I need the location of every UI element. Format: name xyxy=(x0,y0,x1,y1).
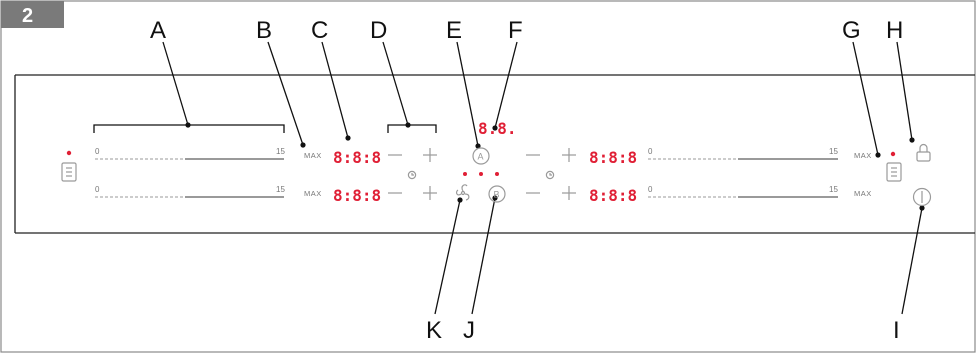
display-right-1: 8:8:8 xyxy=(589,148,637,167)
slider-row-2[interactable]: 0 15 xyxy=(95,185,285,198)
callout-f: F xyxy=(508,17,523,44)
program-b-label: B xyxy=(494,190,500,200)
left-status-led xyxy=(66,150,72,156)
indicator-led-2 xyxy=(479,172,483,176)
leader-a xyxy=(162,41,189,126)
slider-row-3[interactable]: 0 15 xyxy=(648,147,838,160)
timer-icon[interactable] xyxy=(545,170,555,180)
slider-3-max: 15 xyxy=(829,147,838,156)
leader-dot-e xyxy=(475,143,481,149)
max-label-left-2[interactable]: MAX xyxy=(304,189,322,198)
plus-icon[interactable] xyxy=(562,148,576,162)
leader-k xyxy=(434,199,461,315)
menu-icon[interactable] xyxy=(886,162,902,182)
leader-i xyxy=(901,207,923,315)
leader-dot-i xyxy=(919,205,925,211)
bracket-a xyxy=(93,124,285,133)
slider-2-min: 0 xyxy=(95,185,100,194)
leader-dot-h xyxy=(909,137,915,143)
leader-dot-f xyxy=(492,125,498,131)
program-a-button[interactable]: A xyxy=(472,147,490,165)
program-b-button[interactable]: B xyxy=(488,185,506,203)
fan-icon[interactable] xyxy=(455,184,470,201)
leader-dot-b xyxy=(300,142,306,148)
leader-lines xyxy=(162,41,923,315)
display-left-1: 8:8:8 xyxy=(333,148,381,167)
lock-icon[interactable] xyxy=(916,143,931,162)
indicator-led-1 xyxy=(463,172,467,176)
callout-g: G xyxy=(842,17,861,44)
callout-c: C xyxy=(311,17,328,44)
display-left-2: 8:8:8 xyxy=(333,186,381,205)
leader-dot-j xyxy=(492,195,498,201)
indicator-leds xyxy=(463,172,499,176)
callout-d: D xyxy=(370,17,387,44)
callout-i: I xyxy=(893,317,900,344)
plus-icon[interactable] xyxy=(423,148,437,162)
callout-h: H xyxy=(886,17,903,44)
display-right-2: 8:8:8 xyxy=(589,186,637,205)
max-label-right-2[interactable]: MAX xyxy=(854,189,872,198)
power-icon[interactable] xyxy=(912,187,932,207)
leader-dot-g xyxy=(875,152,881,158)
leader-j xyxy=(471,197,496,315)
slider-row-1[interactable]: 0 15 xyxy=(95,147,285,160)
leader-dot-c xyxy=(345,135,351,141)
figure-number: 2 xyxy=(22,5,33,27)
callout-b: B xyxy=(256,17,272,44)
leader-h xyxy=(896,41,913,141)
leader-e xyxy=(456,41,479,147)
callout-k: K xyxy=(426,317,442,344)
slider-1-min: 0 xyxy=(95,147,100,156)
slider-4-max: 15 xyxy=(829,185,838,194)
callout-a: A xyxy=(150,17,166,44)
slider-1-max: 15 xyxy=(276,147,285,156)
bracket-d xyxy=(387,124,437,133)
leader-b xyxy=(267,41,304,146)
timer-icon[interactable] xyxy=(407,170,417,180)
program-a-label: A xyxy=(478,152,484,162)
plus-icon[interactable] xyxy=(423,186,437,200)
callout-j: J xyxy=(463,317,475,344)
small-display: 8.8. xyxy=(478,119,517,138)
leader-c xyxy=(321,41,349,139)
max-label-left-1[interactable]: MAX xyxy=(304,151,322,160)
slider-3-min: 0 xyxy=(648,147,653,156)
leader-d xyxy=(382,41,409,126)
right-status-led xyxy=(890,151,896,157)
menu-icon[interactable] xyxy=(61,162,77,182)
slider-2-max: 15 xyxy=(276,185,285,194)
plus-icon[interactable] xyxy=(562,186,576,200)
slider-row-4[interactable]: 0 15 xyxy=(648,185,838,198)
callout-e: E xyxy=(446,17,462,44)
figure-number-badge xyxy=(1,1,64,28)
leader-g xyxy=(852,41,879,156)
leader-f xyxy=(494,41,518,129)
max-label-right-1[interactable]: MAX xyxy=(854,151,872,160)
indicator-led-3 xyxy=(495,172,499,176)
leader-dot-k xyxy=(457,197,463,203)
slider-4-min: 0 xyxy=(648,185,653,194)
